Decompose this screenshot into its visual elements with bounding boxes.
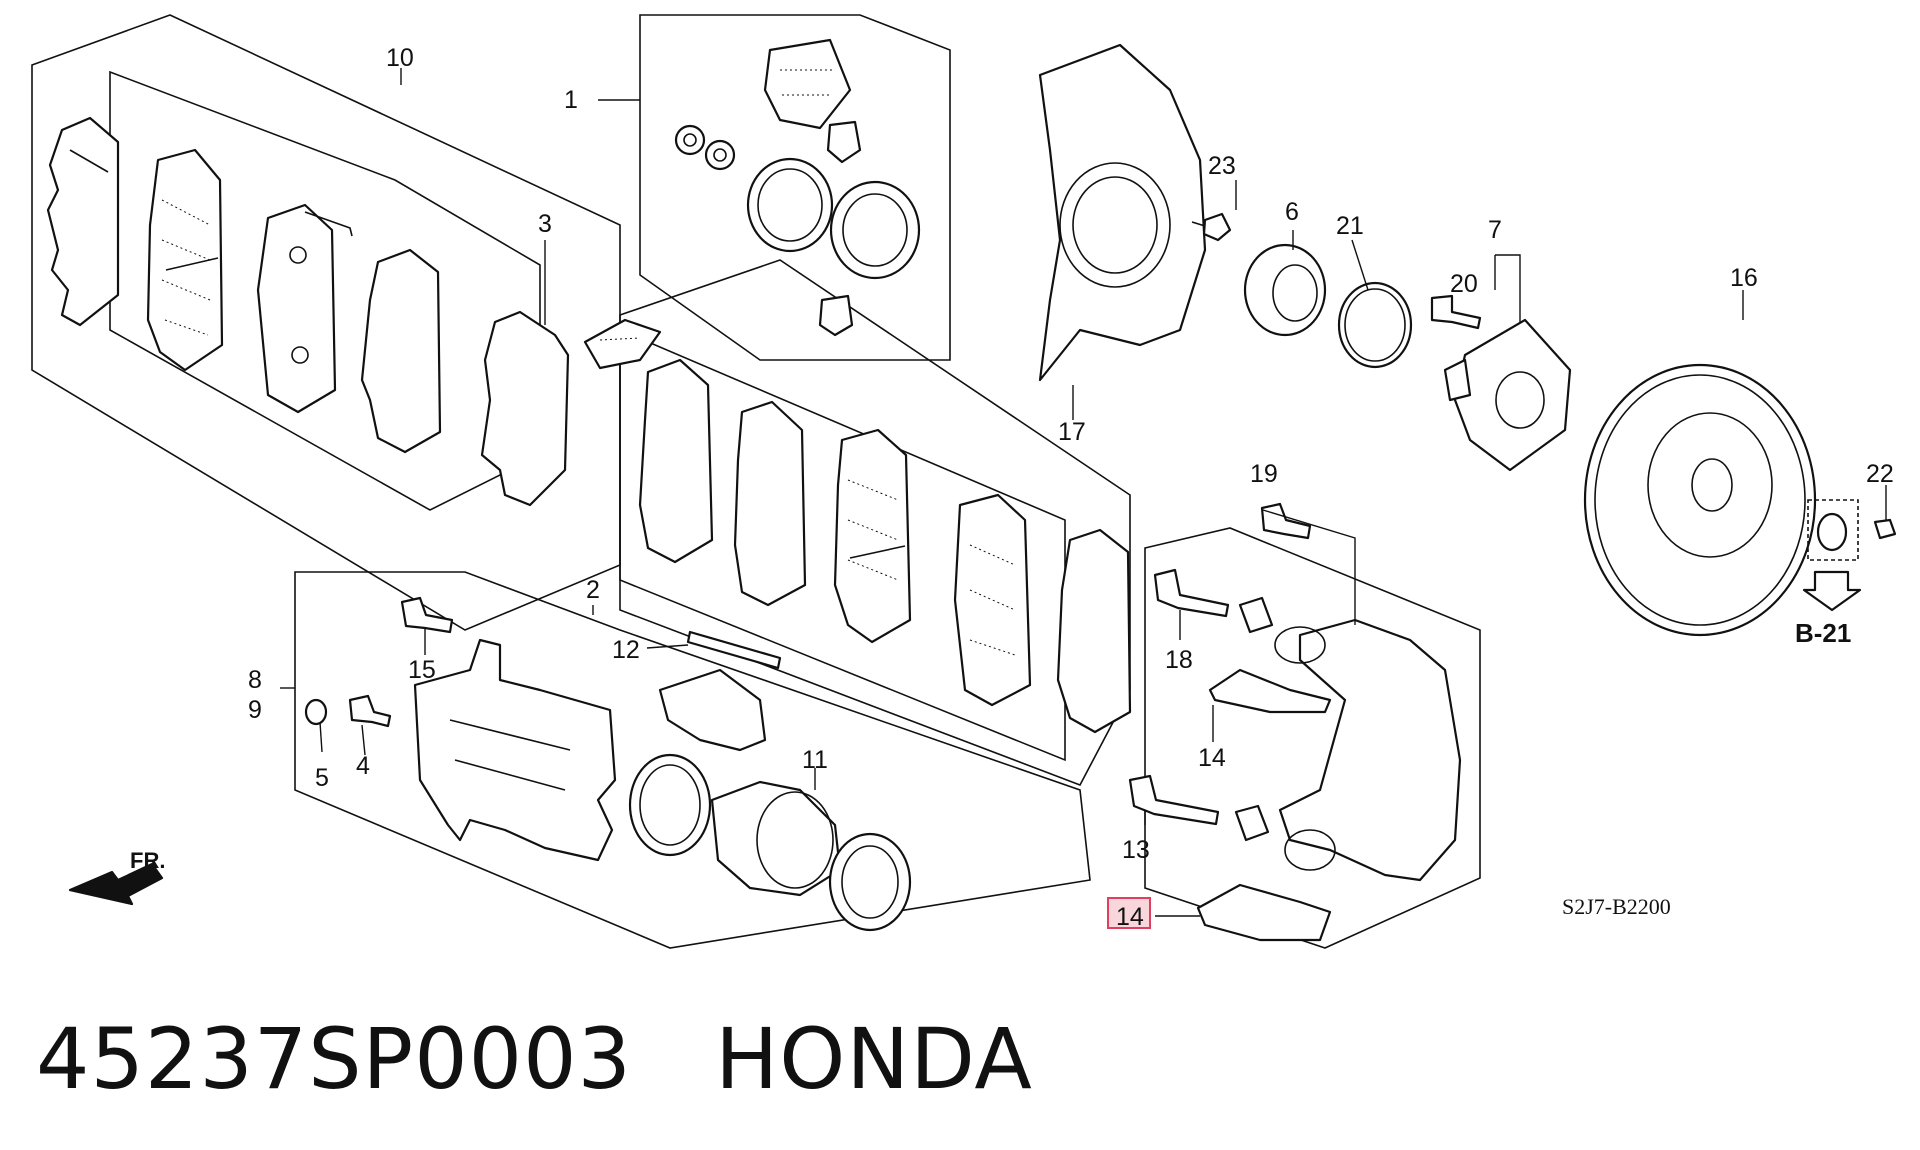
bleeder-4 xyxy=(348,694,392,728)
piston-boot xyxy=(828,832,912,932)
callout-17: 17 xyxy=(1058,418,1086,446)
callout-13: 13 xyxy=(1122,836,1150,864)
brake-pad-outer-right xyxy=(833,428,912,644)
part-caption: 45237SP0003 HONDA xyxy=(36,1010,1033,1108)
lug-nut-22 xyxy=(1807,499,1897,561)
front-direction-arrow: FR. xyxy=(68,848,165,906)
callout-9: 9 xyxy=(248,696,262,724)
diagram-code: S2J7-B2200 xyxy=(1562,894,1671,919)
callout-10: 10 xyxy=(386,44,414,72)
frame-bracket-assembly xyxy=(1144,527,1481,949)
leader-lines xyxy=(280,68,1887,917)
pad-shim-inner-right xyxy=(733,400,807,607)
cap-5 xyxy=(304,698,328,726)
pad-shim-mid-left xyxy=(360,248,442,454)
guide-pin-18 xyxy=(1153,568,1274,634)
pad-retainer-14-lower xyxy=(1196,883,1332,942)
direction-label: FR. xyxy=(130,848,165,873)
section-arrow-icon xyxy=(1802,570,1862,612)
callout-14-upper: 14 xyxy=(1198,744,1226,772)
callout-12: 12 xyxy=(612,636,640,664)
circlip-21 xyxy=(1337,281,1413,369)
part-number: 45237SP0003 xyxy=(36,1010,632,1108)
bolt-23 xyxy=(1191,212,1232,242)
seal-kit-parts xyxy=(674,38,921,337)
pad-retainer-14-upper xyxy=(1208,668,1332,714)
brake-pad-inner-left xyxy=(256,203,353,414)
anti-rattle-spring-12 xyxy=(658,630,782,752)
highlight-box xyxy=(1107,897,1151,929)
callout-4: 4 xyxy=(356,752,370,780)
callout-5: 5 xyxy=(315,764,329,792)
callout-11: 11 xyxy=(802,746,828,774)
wheel-bearing-6 xyxy=(1243,243,1327,337)
callout-22: 22 xyxy=(1866,460,1894,488)
pad-shim-far-right xyxy=(1056,528,1132,734)
callout-14-highlighted: 14 xyxy=(1116,903,1144,931)
callout-1: 1 xyxy=(564,86,578,114)
hub-7 xyxy=(1443,318,1572,472)
callout-7: 7 xyxy=(1488,216,1502,244)
frame-caliper-8 xyxy=(294,571,1091,949)
caliper-bolt-15 xyxy=(400,596,454,634)
pad-shim-outer-right xyxy=(638,358,714,564)
frame-seal-kit-1 xyxy=(639,14,951,361)
section-reference: B-21 xyxy=(1795,618,1851,648)
callout-8: 8 xyxy=(248,666,262,694)
bolt-19 xyxy=(1260,502,1312,540)
callout-2: 2 xyxy=(586,576,600,604)
brand-name: HONDA xyxy=(715,1010,1033,1108)
callout-labels: 1 2 3 4 5 6 7 8 9 10 11 12 13 14 14 15 1… xyxy=(248,44,1894,931)
bolt-20 xyxy=(1430,294,1482,330)
pad-sensor-clip xyxy=(583,318,662,370)
brake-disc-16 xyxy=(1583,363,1817,637)
callout-21: 21 xyxy=(1336,212,1364,240)
piston-11 xyxy=(710,780,842,897)
caliper-bracket xyxy=(1274,618,1462,882)
callout-15: 15 xyxy=(408,656,436,684)
pad-spring-3 xyxy=(480,310,570,507)
callout-6: 6 xyxy=(1285,198,1299,226)
caliper-body-8 xyxy=(413,638,617,862)
guide-pin-13 xyxy=(1128,774,1270,842)
callout-19: 19 xyxy=(1250,460,1278,488)
callout-23: 23 xyxy=(1208,152,1236,180)
piston-seal xyxy=(628,753,712,857)
callout-3: 3 xyxy=(538,210,552,238)
caption-gap xyxy=(632,1010,715,1108)
pad-shim-outer-left xyxy=(46,116,120,327)
brake-pad-inner-right xyxy=(953,493,1032,707)
callout-18: 18 xyxy=(1165,646,1193,674)
brake-pad-outer-left xyxy=(146,148,224,372)
callout-20: 20 xyxy=(1450,270,1478,298)
splash-shield-17 xyxy=(1038,43,1207,382)
callout-16: 16 xyxy=(1730,264,1758,292)
